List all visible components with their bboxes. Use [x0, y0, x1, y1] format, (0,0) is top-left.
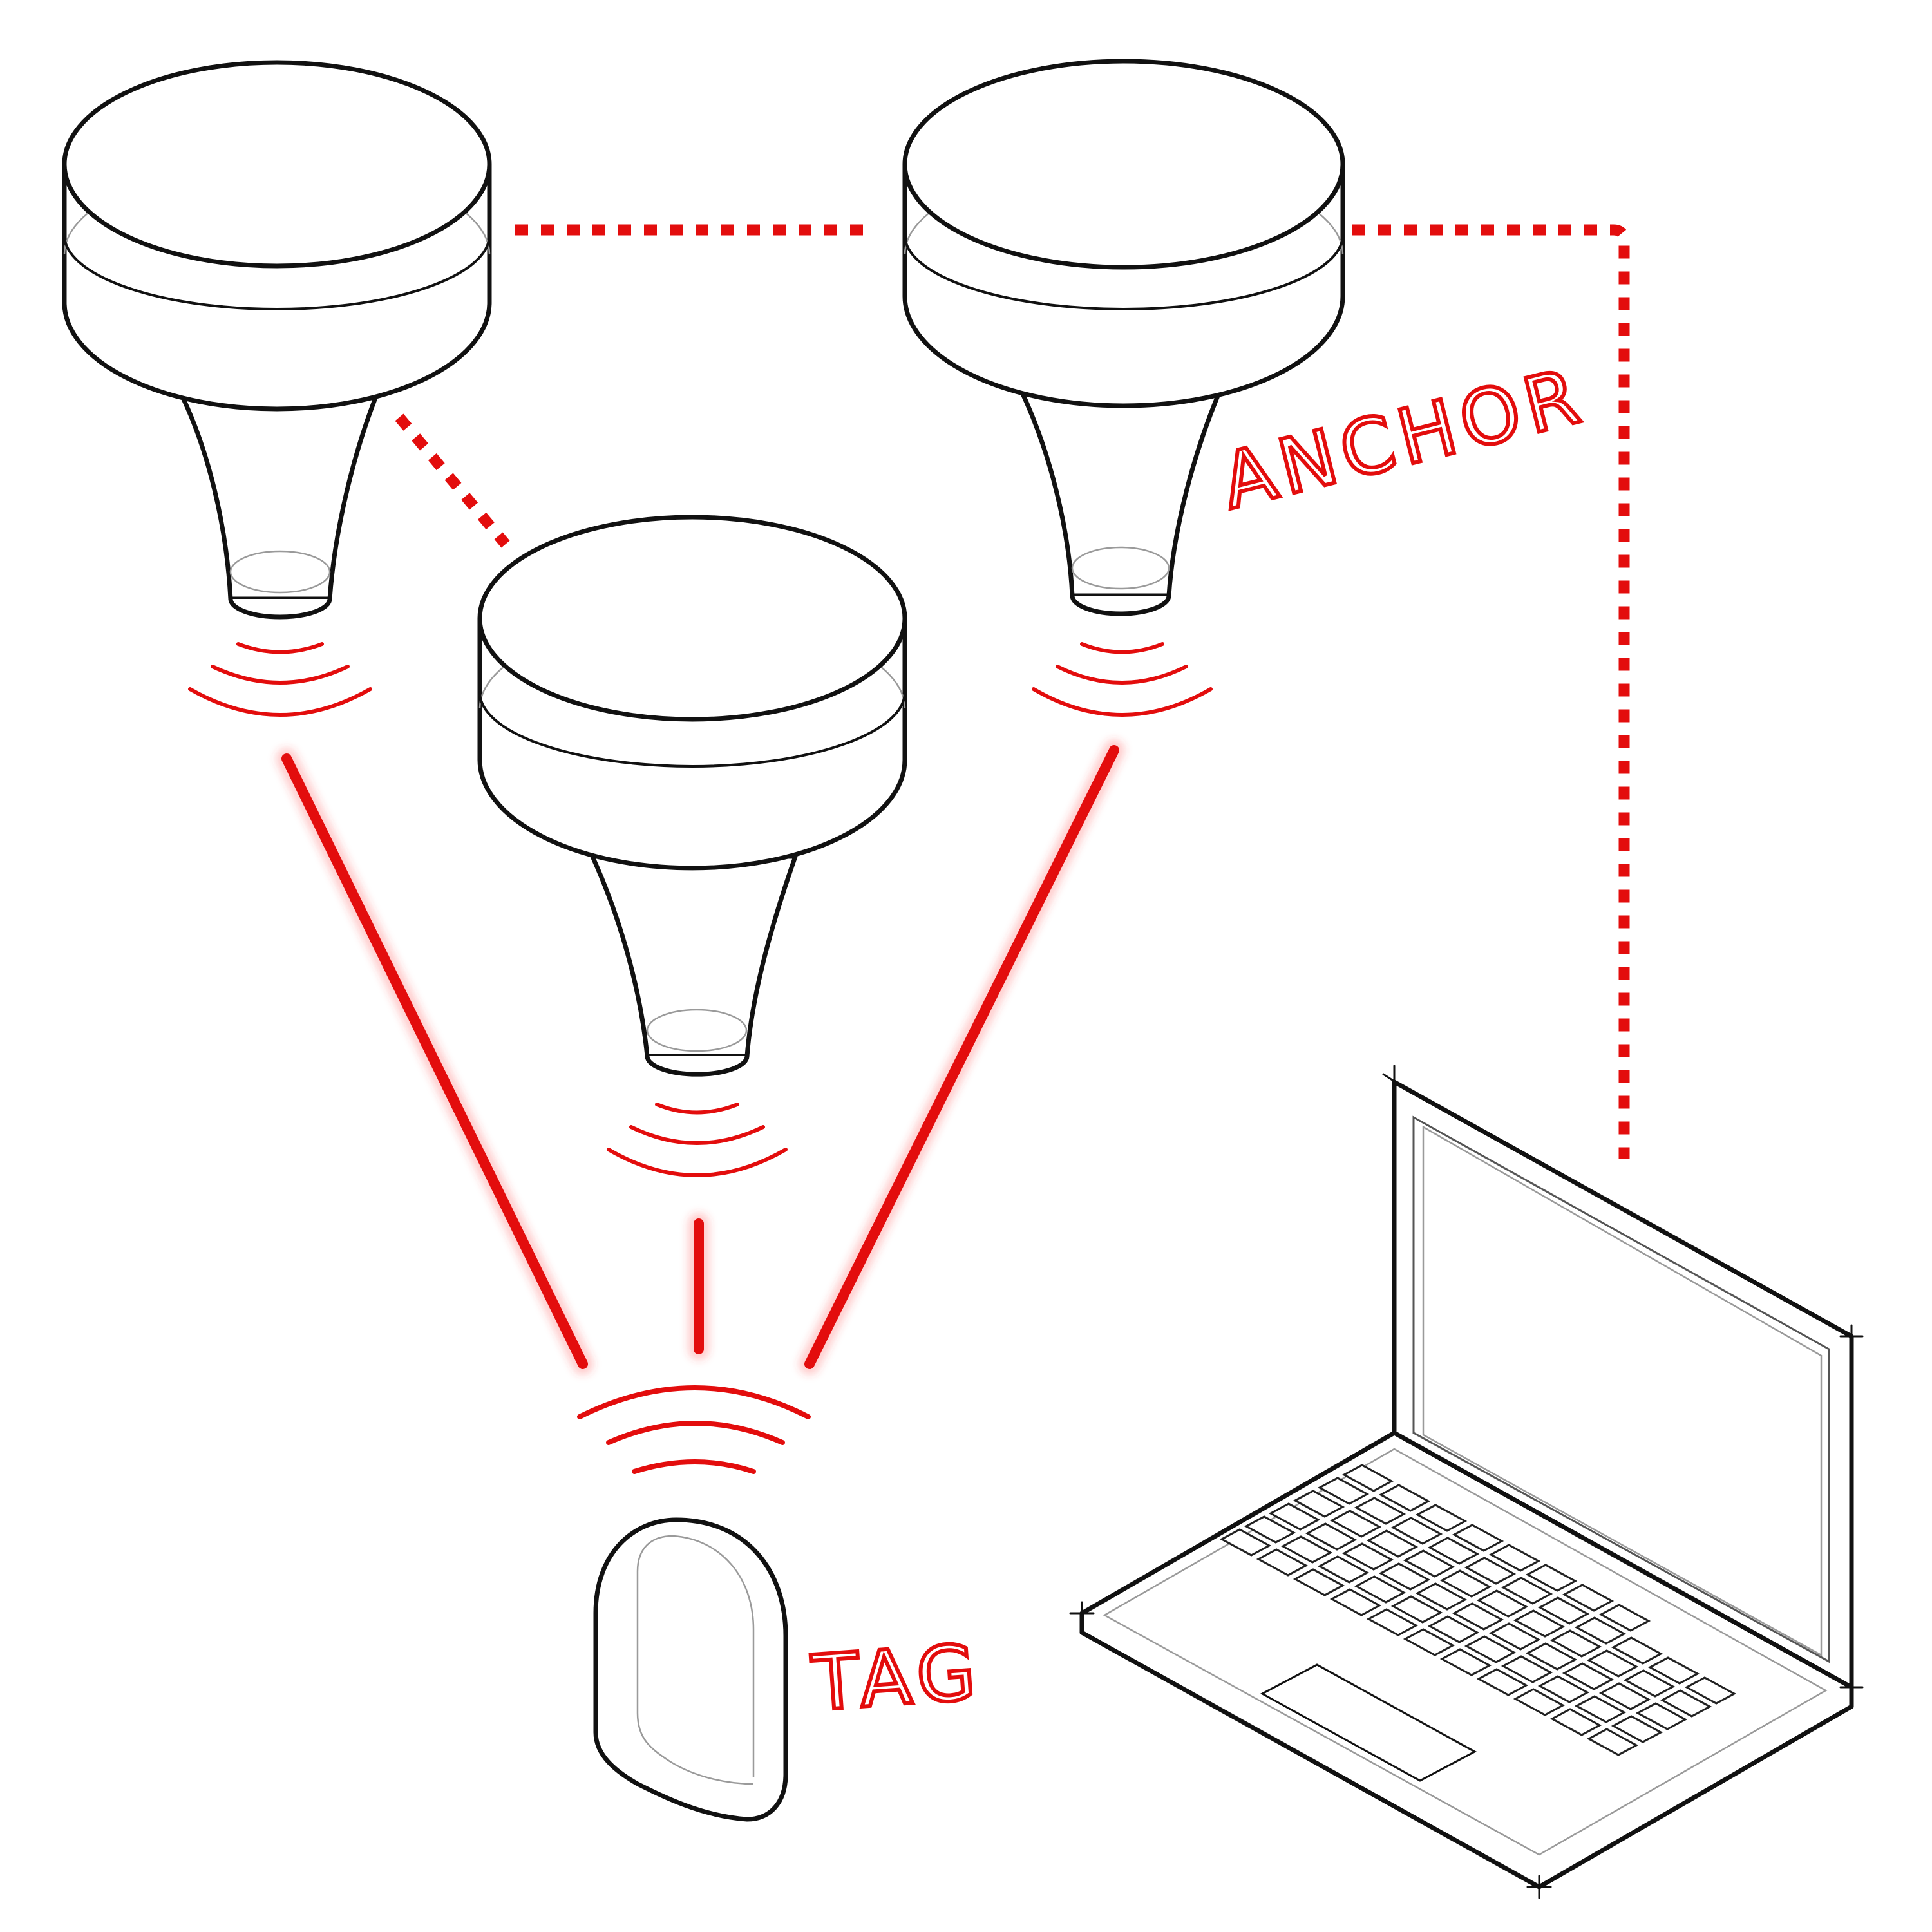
keyboard-key [1329, 1588, 1382, 1616]
keyboard-key [1452, 1524, 1504, 1552]
ranging-beams [276, 739, 1125, 1375]
keyboard-key [1293, 1568, 1345, 1596]
keyboard-key [1586, 1649, 1639, 1678]
keyboard-key [1598, 1682, 1651, 1710]
keyboard-key [1378, 1562, 1431, 1591]
keyboard-key [1464, 1635, 1517, 1663]
keyboard-key [1341, 1464, 1394, 1492]
keyboard-key [1439, 1648, 1492, 1676]
tag-signal-waves [577, 1385, 811, 1474]
keyboard-key [1562, 1584, 1615, 1612]
anchor-2-signal-waves [607, 1103, 788, 1177]
anchor-links [395, 224, 1630, 1159]
keyboard-key [1354, 1575, 1406, 1604]
keyboard-key [1219, 1528, 1272, 1557]
laptop-keyboard [1219, 1464, 1737, 1756]
keyboard-key [1611, 1636, 1663, 1665]
tag-device [593, 1517, 788, 1822]
keyboard-key [1525, 1642, 1578, 1671]
keyboard-key [1488, 1622, 1541, 1651]
keyboard-key [1366, 1530, 1419, 1558]
keyboard-key [1476, 1589, 1529, 1618]
keyboard-key [1525, 1564, 1578, 1592]
keyboard-key [1574, 1695, 1627, 1723]
anchor-1-signal-waves [188, 642, 372, 717]
keyboard-key [1341, 1542, 1394, 1571]
keyboard-key [1427, 1615, 1480, 1643]
keyboard-key [1464, 1557, 1517, 1585]
keyboard-key [1537, 1675, 1590, 1703]
anchor-device-2 [477, 515, 907, 1077]
keyboard-key [1378, 1484, 1431, 1512]
keyboard-key [1513, 1688, 1566, 1716]
keyboard-key [1403, 1628, 1455, 1656]
keyboard-key [1660, 1689, 1712, 1718]
keyboard-key [1390, 1595, 1443, 1624]
keyboard-key [1317, 1555, 1370, 1584]
keyboard-key [1317, 1477, 1370, 1505]
anchor-device-1 [62, 60, 492, 620]
keyboard-key [1329, 1510, 1382, 1538]
link-anchor3-laptop [1352, 224, 1630, 1159]
keyboard-key [1427, 1537, 1480, 1565]
keyboard-key [1439, 1569, 1492, 1598]
laptop [1069, 1065, 1864, 1899]
keyboard-key [1549, 1629, 1602, 1658]
beam-anchor1-tag [281, 753, 588, 1369]
keyboard-key [1549, 1708, 1602, 1736]
tag-label: TAG [809, 1627, 985, 1728]
keyboard-key [1537, 1596, 1590, 1625]
keyboard-key [1354, 1497, 1406, 1525]
keyboard-key [1635, 1702, 1688, 1730]
keyboard-key [1501, 1577, 1553, 1605]
keyboard-key [1280, 1535, 1333, 1564]
keyboard-key [1574, 1616, 1627, 1645]
keyboard-key [1452, 1602, 1504, 1631]
keyboard-key [1647, 1656, 1700, 1685]
keyboard-key [1268, 1502, 1321, 1531]
keyboard-key [1586, 1728, 1639, 1756]
keyboard-key [1390, 1517, 1443, 1545]
anchor-device-3 [902, 59, 1345, 616]
keyboard-key [1488, 1544, 1541, 1572]
keyboard-key [1611, 1715, 1663, 1743]
keyboard-key [1256, 1548, 1309, 1577]
keyboard-key [1403, 1549, 1455, 1578]
keyboard-key [1415, 1504, 1468, 1532]
keyboard-key [1244, 1515, 1296, 1544]
keyboard-key [1476, 1668, 1529, 1696]
keyboard-key [1415, 1582, 1468, 1611]
keyboard-key [1501, 1655, 1553, 1683]
link-anchor1-anchor2 [395, 413, 510, 548]
keyboard-key [1562, 1662, 1615, 1690]
beam-anchor3-tag [804, 745, 1119, 1369]
keyboard-key [1598, 1604, 1651, 1632]
keyboard-key [1623, 1669, 1676, 1698]
keyboard-key [1513, 1609, 1566, 1638]
keyboard-key [1293, 1490, 1345, 1518]
keyboard-key [1684, 1676, 1737, 1705]
keyboard-key [1366, 1608, 1419, 1636]
keyboard-key [1305, 1522, 1358, 1551]
anchor-3-signal-waves [1032, 642, 1213, 717]
